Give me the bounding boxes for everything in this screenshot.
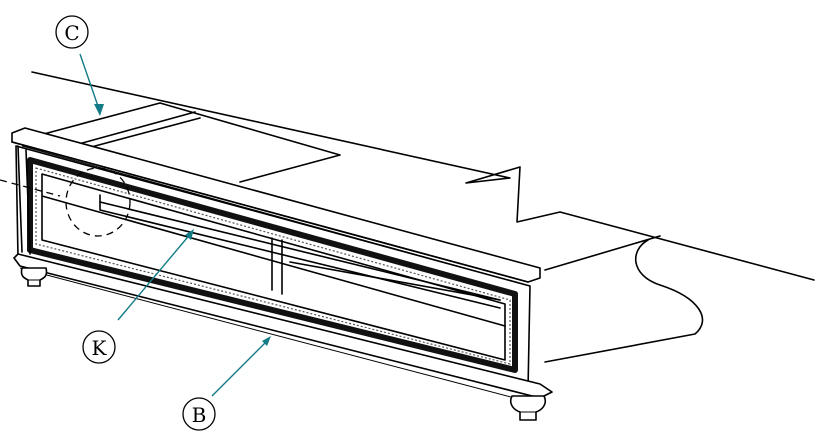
detail-circle xyxy=(0,167,131,237)
left-foot xyxy=(20,267,48,287)
footboard-body xyxy=(13,145,553,403)
platform-outline xyxy=(31,71,815,363)
callout-b-label: B xyxy=(192,403,207,427)
callout-c-label: C xyxy=(64,21,79,45)
callout-k-label: K xyxy=(92,336,108,360)
callout-b: B xyxy=(182,397,216,431)
right-foot xyxy=(509,395,547,421)
callout-k: K xyxy=(82,330,116,364)
side-panel xyxy=(17,145,31,255)
leader-lines xyxy=(79,53,271,397)
callout-c: C xyxy=(55,15,89,49)
